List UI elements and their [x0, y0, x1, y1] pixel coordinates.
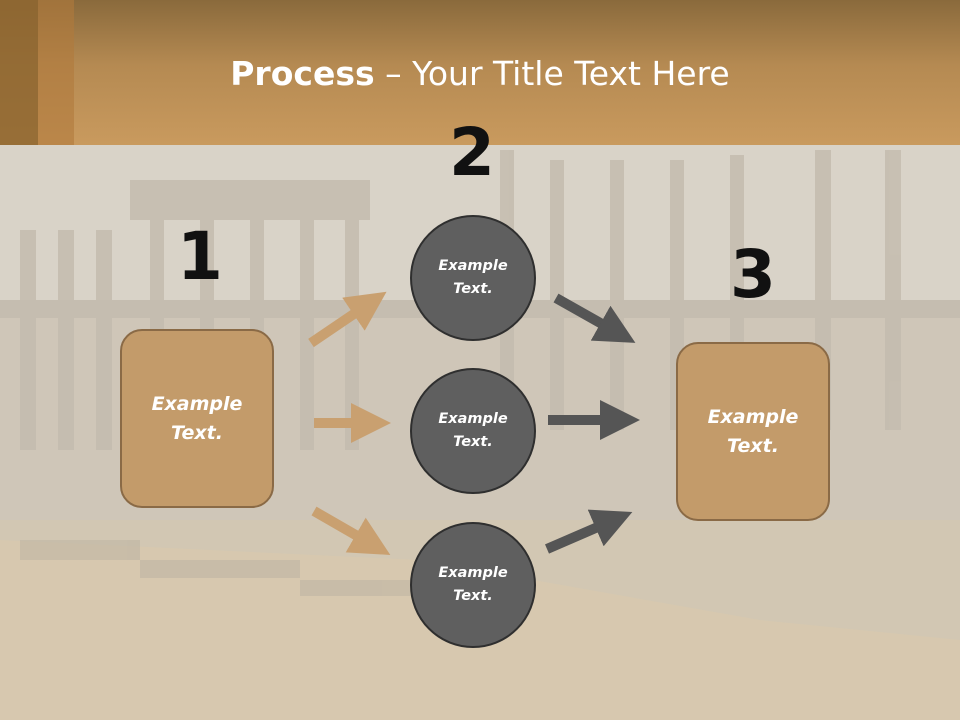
slide-title: Process – Your Title Text Here	[0, 52, 960, 96]
arrow-box1-to-circle3	[311, 506, 391, 555]
step-1-box: Example Text.	[120, 329, 274, 508]
step-2-circle-top: Example Text.	[410, 215, 536, 341]
arrow-box1-to-circle1	[308, 291, 387, 348]
step-number-3: 3	[730, 236, 776, 313]
step-3-box: Example Text.	[676, 342, 830, 521]
arrow-circle1-to-box3	[553, 293, 636, 343]
step-number-2: 2	[449, 114, 495, 191]
header-accent-bar	[0, 0, 38, 145]
step-2-circle-bottom: Example Text.	[410, 522, 536, 648]
step-3-text: Example Text.	[707, 405, 799, 457]
arrow-circle3-to-box3	[545, 509, 633, 554]
circle-top-text: Example Text.	[438, 258, 508, 297]
header-band	[0, 0, 960, 145]
title-rest: – Your Title Text Here	[374, 54, 730, 93]
circle-middle-text: Example Text.	[438, 411, 508, 450]
circle-bottom-text: Example Text.	[438, 565, 508, 604]
header-accent-bar-secondary	[38, 0, 74, 145]
step-1-text: Example Text.	[151, 392, 243, 444]
title-bold: Process	[230, 54, 375, 93]
step-number-1: 1	[177, 218, 223, 295]
step-2-circle-middle: Example Text.	[410, 368, 536, 494]
